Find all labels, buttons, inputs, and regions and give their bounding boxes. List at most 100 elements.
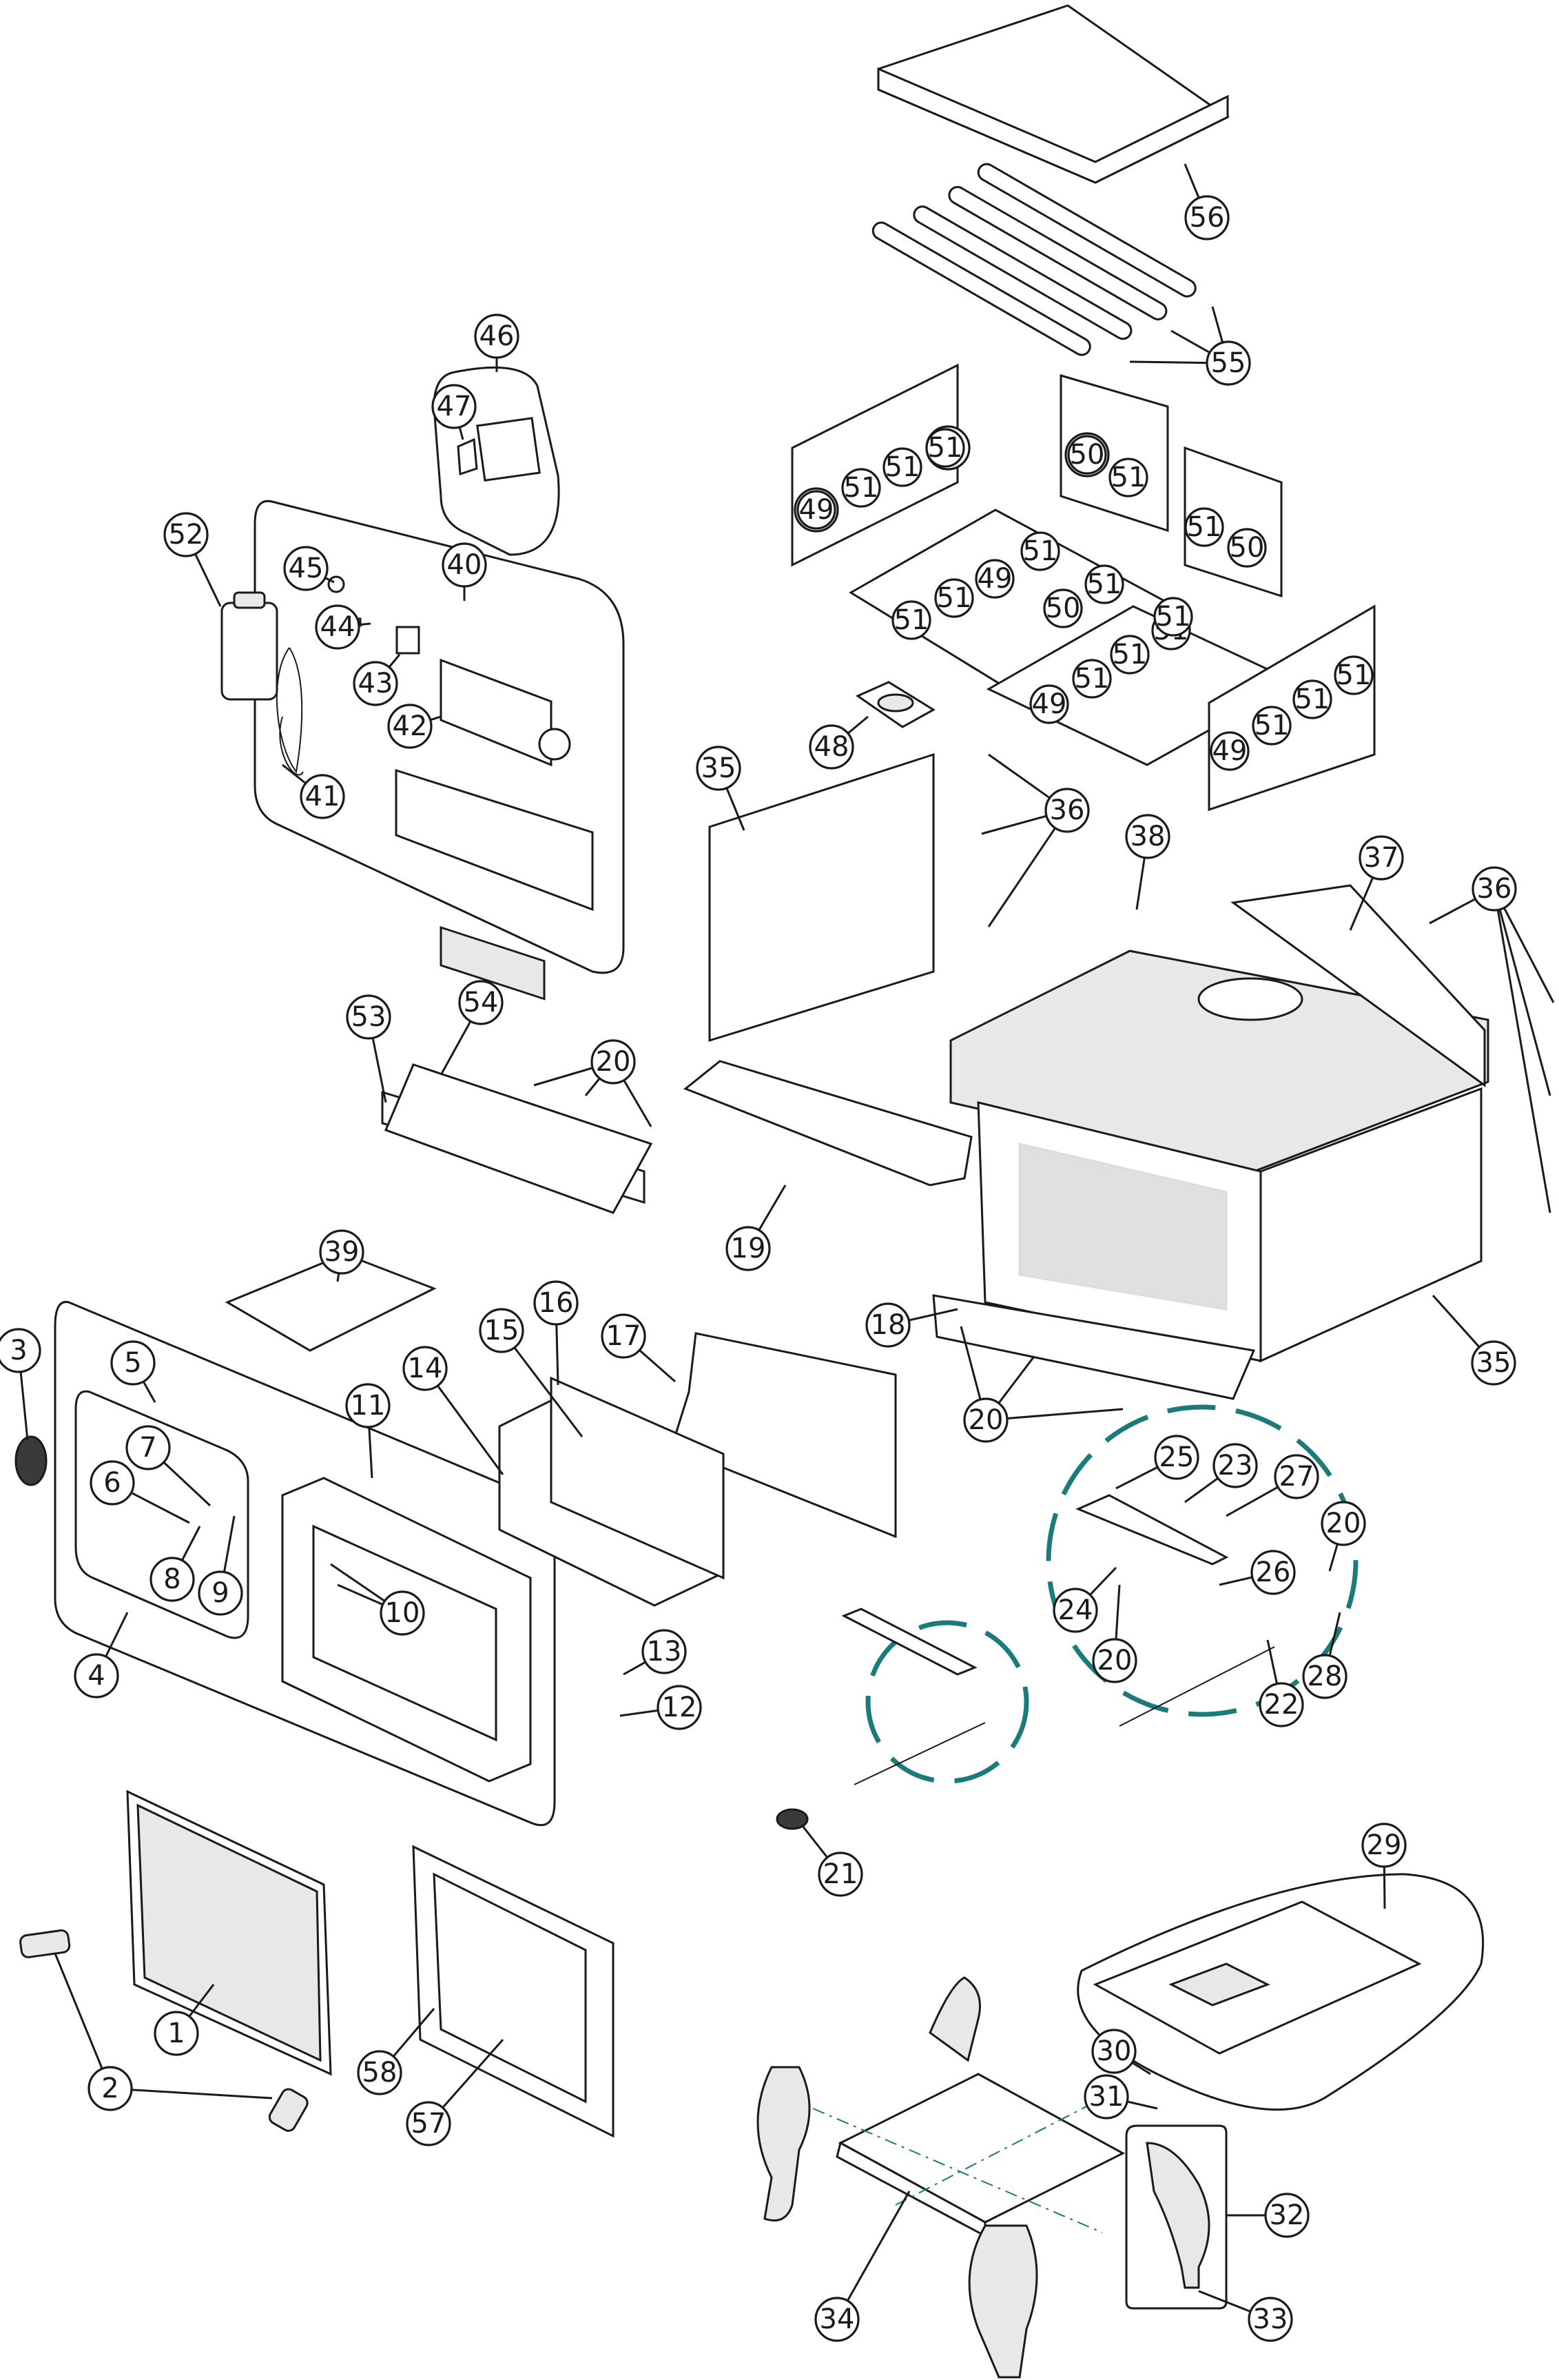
leg-detail-group: [1125, 2124, 1228, 2310]
callout-39: 39: [319, 1229, 364, 1275]
callout-circle: [1053, 1588, 1098, 1633]
callout-30: 30: [1091, 2029, 1137, 2074]
callout-number: 26: [1256, 1557, 1291, 1588]
callout-number: 9: [211, 1577, 229, 1609]
callout-number: 46: [479, 320, 515, 352]
callout-36: 36: [1044, 788, 1090, 833]
callout-circle: [696, 746, 741, 791]
callout-circle: [1044, 788, 1090, 833]
callout-18: 18: [865, 1302, 911, 1348]
callout-circle: [406, 2101, 451, 2146]
callout-number: 49: [1212, 735, 1248, 767]
callout-number: 5: [124, 1347, 141, 1379]
ash-pan-group: [1077, 1873, 1485, 2111]
callout-number: 54: [464, 987, 499, 1018]
callout-number: 51: [1075, 663, 1110, 695]
brick-label-51: 51: [1184, 507, 1224, 547]
callout-circle: [1210, 731, 1250, 771]
callout-24: 24: [1053, 1588, 1098, 1633]
callout-number: 6: [103, 1467, 121, 1499]
callout-circle: [1274, 1454, 1319, 1499]
callout-circle: [1091, 2029, 1137, 2074]
brick-label-50: 50: [1043, 588, 1083, 628]
callout-27: 27: [1274, 1454, 1319, 1499]
callout-number: 45: [289, 553, 324, 584]
callout-number: 51: [937, 582, 972, 614]
callout-number: 51: [1111, 462, 1146, 493]
callout-circle: [1321, 1501, 1366, 1546]
brick-label-51: 51: [891, 600, 931, 640]
callout-number: 51: [1187, 511, 1222, 543]
callout-circle: [865, 1302, 911, 1348]
baffle-board: [877, 4, 1230, 184]
callout-6: 6: [90, 1460, 135, 1506]
callout-number: 24: [1058, 1594, 1093, 1626]
callout-13: 13: [641, 1629, 687, 1674]
callout-2: 2: [87, 2066, 133, 2111]
callout-number: 11: [351, 1390, 386, 1422]
callout-circle: [814, 2297, 860, 2342]
paint-can: [220, 591, 278, 701]
callout-number: 17: [606, 1320, 641, 1352]
callout-35: 35: [696, 746, 741, 791]
callout-circle: [601, 1313, 646, 1359]
callout-number: 50: [1070, 439, 1105, 471]
callout-number: 49: [978, 563, 1013, 595]
callout-circle: [442, 542, 487, 588]
callout-circle: [1472, 866, 1517, 912]
callout-35: 35: [1471, 1340, 1516, 1386]
callout-circle: [1361, 1823, 1407, 1868]
air-tubes: [871, 163, 1197, 356]
callout-circle: [345, 1383, 391, 1428]
callout-8: 8: [149, 1557, 195, 1602]
callout-number: 18: [871, 1309, 906, 1341]
callout-1: 1: [154, 2011, 199, 2056]
brick-label-49: 49: [975, 559, 1015, 599]
callout-circle: [1212, 1443, 1258, 1488]
callout-circle: [198, 1570, 243, 1616]
callout-circle: [818, 1851, 863, 1897]
callout-number: 48: [814, 731, 849, 763]
callout-number: 19: [731, 1233, 766, 1264]
callout-number: 38: [1130, 821, 1166, 852]
callout-circle: [1110, 635, 1150, 675]
callout-43: 43: [353, 661, 398, 706]
firebricks: [791, 363, 1376, 812]
callout-number: 51: [894, 604, 929, 636]
brick-label-51: 51: [1072, 659, 1112, 699]
callout-number: 47: [437, 391, 472, 422]
callout-20: 20: [1321, 1501, 1366, 1546]
callout-25: 25: [1154, 1435, 1199, 1480]
brick-label-51: 51: [925, 428, 965, 468]
callout-number: 51: [1295, 684, 1330, 715]
callout-number: 20: [596, 1046, 631, 1078]
callout-10: 10: [380, 1590, 425, 1636]
callout-37: 37: [1359, 835, 1404, 881]
callout-41: 41: [300, 774, 345, 819]
brick-label-layer: 4951515150515150515149515051515149515149…: [796, 428, 1374, 771]
callout-number: 10: [385, 1597, 420, 1629]
callout-number: 1: [167, 2018, 185, 2049]
callout-22: 22: [1259, 1682, 1304, 1727]
callout-14: 14: [402, 1346, 448, 1391]
callout-23: 23: [1212, 1443, 1258, 1488]
callout-circle: [319, 1229, 364, 1275]
callout-circle: [353, 661, 398, 706]
callout-circle: [1108, 458, 1148, 497]
callout-circle: [1264, 2193, 1310, 2238]
brick-label-51: 51: [934, 578, 974, 618]
callout-circle: [125, 1425, 171, 1470]
callout-number: 32: [1270, 2199, 1305, 2231]
callout-circle: [1252, 706, 1292, 746]
callout-number: 51: [1255, 710, 1290, 741]
callout-circle: [402, 1346, 448, 1391]
callout-circle: [1302, 1654, 1348, 1699]
callout-number: 35: [701, 752, 736, 784]
callout-circle: [1250, 1550, 1296, 1595]
brick-label-51: 51: [1153, 597, 1193, 637]
callout-11: 11: [345, 1383, 391, 1428]
callout-number: 44: [320, 611, 355, 643]
callout-circle: [1084, 2074, 1129, 2120]
callout-4: 4: [74, 1653, 119, 1699]
